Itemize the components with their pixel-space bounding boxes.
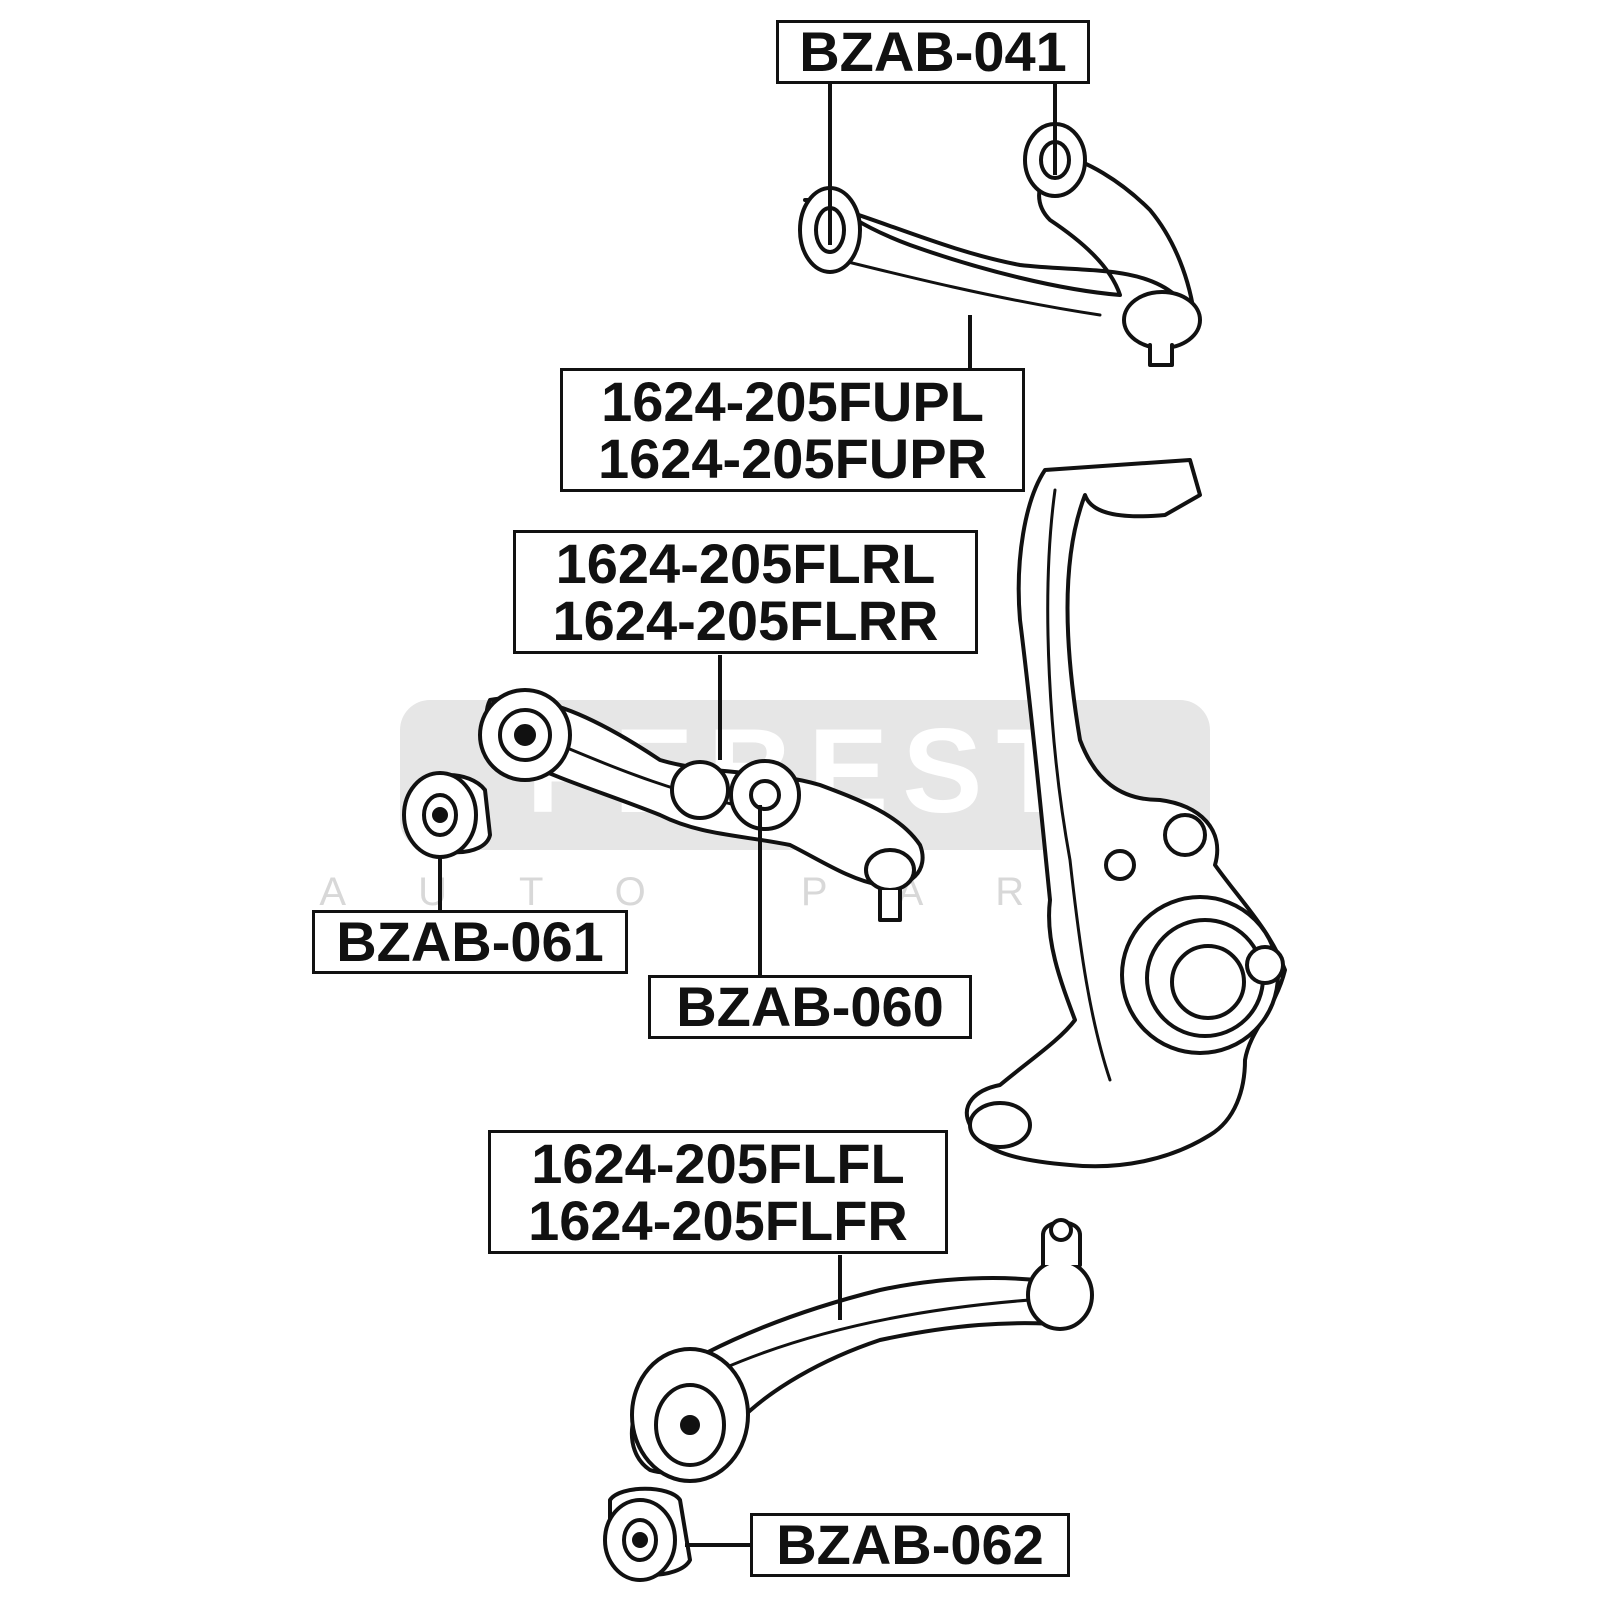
label-bzab-060-text: BZAB-060 <box>676 975 944 1038</box>
label-upper-arm-left: 1624-205FUPL <box>601 370 984 433</box>
label-front-lower-arm-right: 1624-205FLFR <box>528 1189 908 1252</box>
label-upper-arm-right: 1624-205FUPR <box>597 427 988 490</box>
steering-knuckle <box>964 458 1287 1169</box>
front-lower-arm <box>629 1218 1094 1483</box>
label-bzab-062: BZAB-062 <box>750 1513 1070 1577</box>
label-bzab-060: BZAB-060 <box>648 975 972 1039</box>
label-rear-lower-arm-right: 1624-205FLRR <box>552 589 939 652</box>
label-front-lower-arm-left: 1624-205FLFL <box>531 1132 905 1195</box>
label-rear-lower-arm: 1624-205FLRL 1624-205FLRR <box>513 530 978 654</box>
rear-lower-arm <box>478 688 925 922</box>
label-bzab-041-text: BZAB-041 <box>799 20 1067 83</box>
label-bzab-061: BZAB-061 <box>312 910 628 974</box>
bushing-bzab-061 <box>402 771 492 859</box>
bushing-bzab-062 <box>603 1486 692 1582</box>
label-bzab-061-text: BZAB-061 <box>336 910 604 973</box>
label-front-lower-arm: 1624-205FLFL 1624-205FLFR <box>488 1130 948 1254</box>
label-rear-lower-arm-left: 1624-205FLRL <box>555 532 936 595</box>
label-bzab-041: BZAB-041 <box>776 20 1090 84</box>
label-bzab-062-text: BZAB-062 <box>776 1513 1044 1576</box>
label-upper-arm: 1624-205FUPL 1624-205FUPR <box>560 368 1025 492</box>
upper-control-arm <box>798 122 1202 367</box>
leader-lines <box>438 80 1057 1547</box>
